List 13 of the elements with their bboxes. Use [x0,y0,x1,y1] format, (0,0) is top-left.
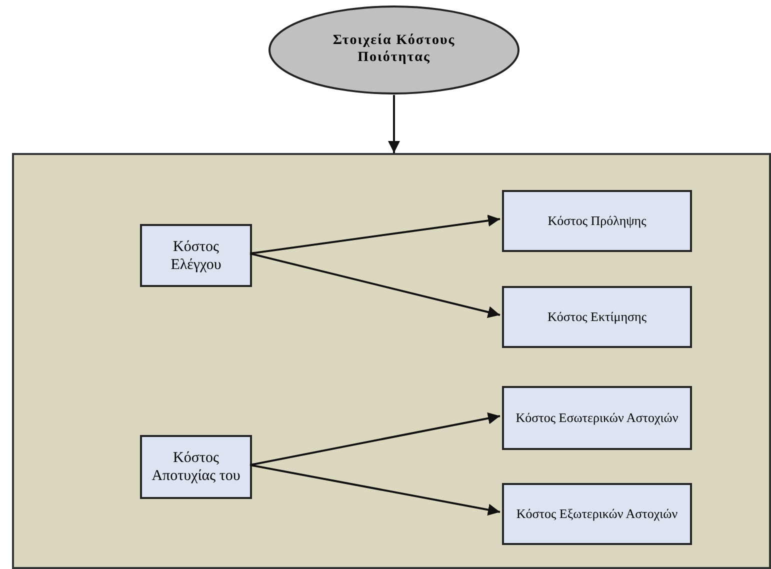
cost-box: Κόστος Πρόληψης [502,190,692,252]
category-box: Κόστος Αποτυχίας του [140,435,252,499]
category-box: Κόστος Ελέγχου [140,224,252,287]
start-ellipse: Στοιχεία Κόστους Ποιότητας [268,5,520,95]
cost-box: Κόστος Εσωτερικών Αστοχιών [502,386,692,450]
arrow [250,412,500,466]
arrow [250,252,500,318]
arrow [250,464,500,516]
cost-box: Κόστος Εκτίμησης [502,286,692,348]
panel [12,153,771,569]
cost-box: Κόστος Εξωτερικών Αστοχιών [502,483,692,545]
arrow [250,214,500,254]
arrow [388,95,400,153]
